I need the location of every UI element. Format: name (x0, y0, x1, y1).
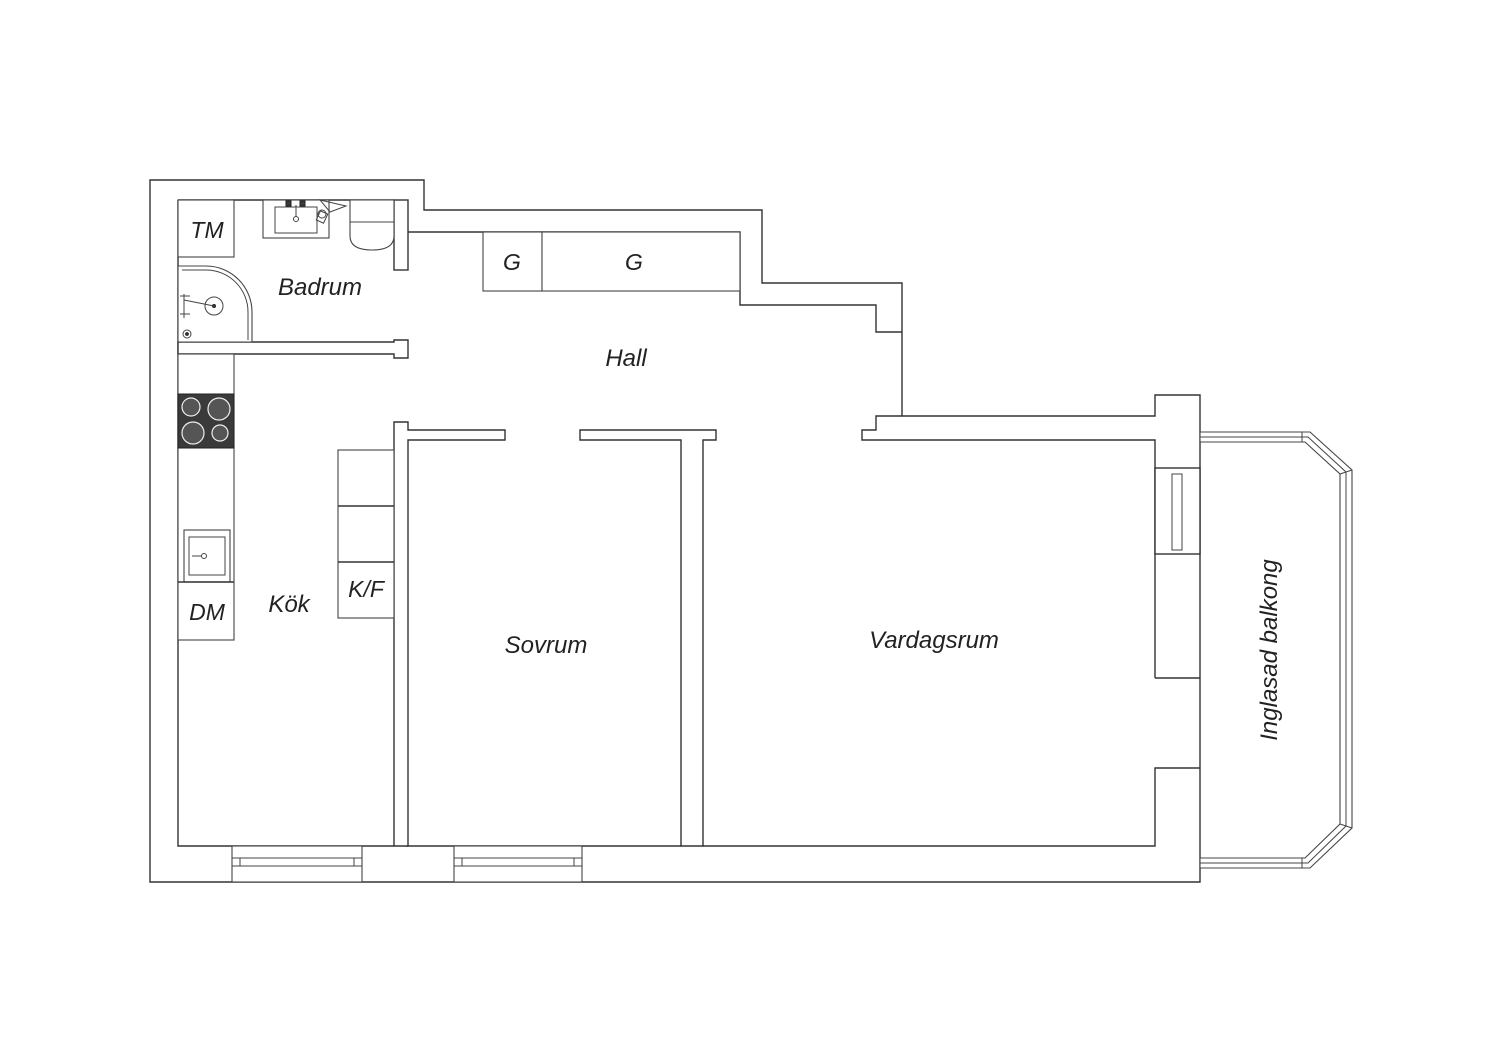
label-vardagsrum: Vardagsrum (869, 627, 999, 654)
label-kf: K/F (348, 576, 386, 602)
hall-closets (482, 231, 741, 292)
label-badrum: Badrum (278, 274, 362, 301)
label-closet-1: G (503, 249, 521, 275)
bathroom-sink (262, 199, 330, 239)
label-tm: TM (190, 217, 224, 243)
toilet (349, 199, 395, 251)
label-kok: Kök (268, 591, 311, 618)
label-closet-2: G (625, 249, 643, 275)
shower (177, 265, 253, 343)
labels: TM Badrum G G Hall K/F DM Kök Sovrum Var… (189, 217, 1283, 741)
label-dm: DM (189, 599, 226, 625)
label-sovrum: Sovrum (505, 632, 588, 659)
windows (231, 845, 583, 883)
fridge-column (337, 449, 395, 619)
bathroom-fixtures (177, 199, 395, 343)
interior-walls (177, 199, 1201, 847)
glazed-balcony (1199, 431, 1353, 869)
washer-box (177, 199, 235, 258)
label-balkong: Inglasad balkong (1256, 559, 1283, 741)
label-hall: Hall (605, 345, 647, 372)
kitchen-fixtures (177, 353, 395, 641)
